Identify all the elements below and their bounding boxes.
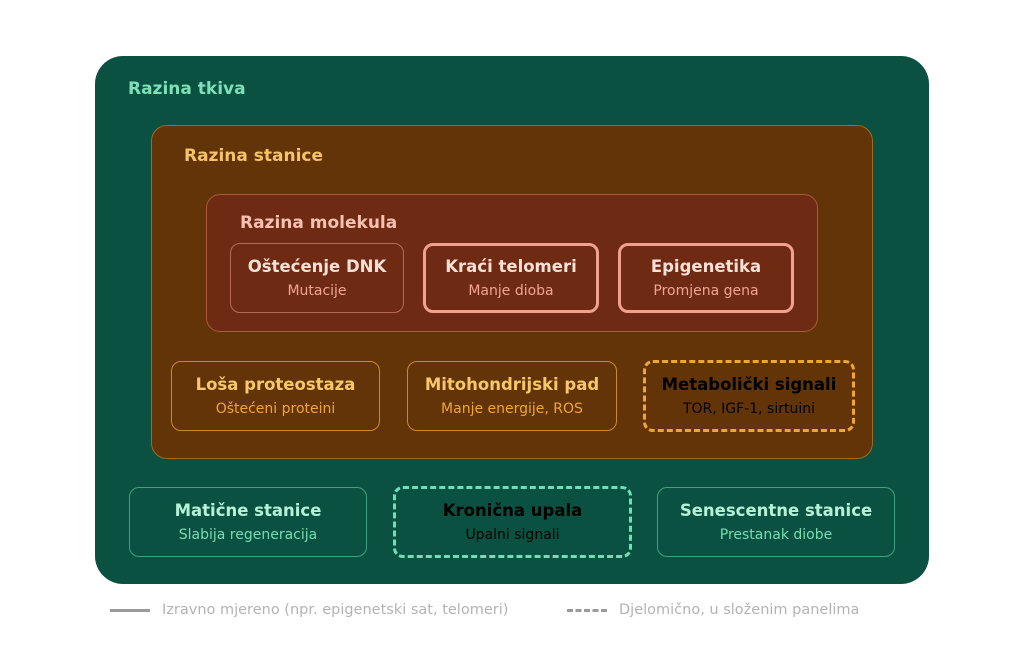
box-title: Kraći telomeri — [445, 256, 577, 276]
tissue-box-stem-cells: Matične stanice Slabija regeneracija — [129, 487, 367, 557]
tissue-box-chronic-inflammation: Kronična upala Upalni signali — [393, 486, 632, 558]
box-subtitle: Manje dioba — [468, 282, 554, 299]
box-title: Matične stanice — [174, 500, 322, 520]
legend-solid: Izravno mjereno (npr. epigenetski sat, t… — [110, 596, 508, 624]
box-subtitle: Mutacije — [287, 282, 347, 299]
legend-solid-label: Izravno mjereno (npr. epigenetski sat, t… — [162, 602, 509, 618]
box-subtitle: Slabija regeneracija — [178, 526, 318, 543]
tissue-box-senescent-cells: Senescentne stanice Prestanak diobe — [657, 487, 895, 557]
molecular-box-epigenetics: Epigenetika Promjena gena — [618, 243, 794, 313]
molecular-box-telomeres: Kraći telomeri Manje dioba — [423, 243, 599, 313]
legend-solid-line-icon — [110, 608, 150, 612]
cell-box-proteostasis: Loša proteostaza Oštećeni proteini — [171, 361, 380, 431]
box-title: Senescentne stanice — [679, 500, 873, 520]
box-subtitle: Upalni signali — [465, 526, 560, 543]
box-title: Kronična upala — [442, 500, 583, 520]
box-title: Metabolički signali — [661, 374, 837, 394]
box-subtitle: Manje energije, ROS — [441, 400, 583, 417]
box-subtitle: Promjena gena — [653, 282, 759, 299]
tissue-level-title: Razina tkiva — [128, 79, 246, 99]
box-title: Oštećenje DNK — [247, 256, 387, 276]
cell-box-metabolic-signals: Metabolički signali TOR, IGF-1, sirtuini — [643, 360, 855, 432]
legend-dashed: Djelomično, u složenim panelima — [567, 596, 859, 624]
cell-box-mitochondria: Mitohondrijski pad Manje energije, ROS — [407, 361, 617, 431]
box-subtitle: Prestanak diobe — [719, 526, 833, 543]
box-subtitle: Oštećeni proteini — [215, 400, 336, 417]
legend-dashed-label: Djelomično, u složenim panelima — [619, 602, 860, 618]
molecular-level-title: Razina molekula — [240, 213, 398, 233]
box-title: Loša proteostaza — [195, 374, 356, 394]
molecular-box-dna-damage: Oštećenje DNK Mutacije — [230, 243, 404, 313]
cell-level-title: Razina stanice — [184, 146, 324, 166]
box-title: Mitohondrijski pad — [424, 374, 600, 394]
box-title: Epigenetika — [650, 256, 762, 276]
box-subtitle: TOR, IGF-1, sirtuini — [682, 400, 816, 417]
legend-dashed-line-icon — [567, 608, 607, 612]
